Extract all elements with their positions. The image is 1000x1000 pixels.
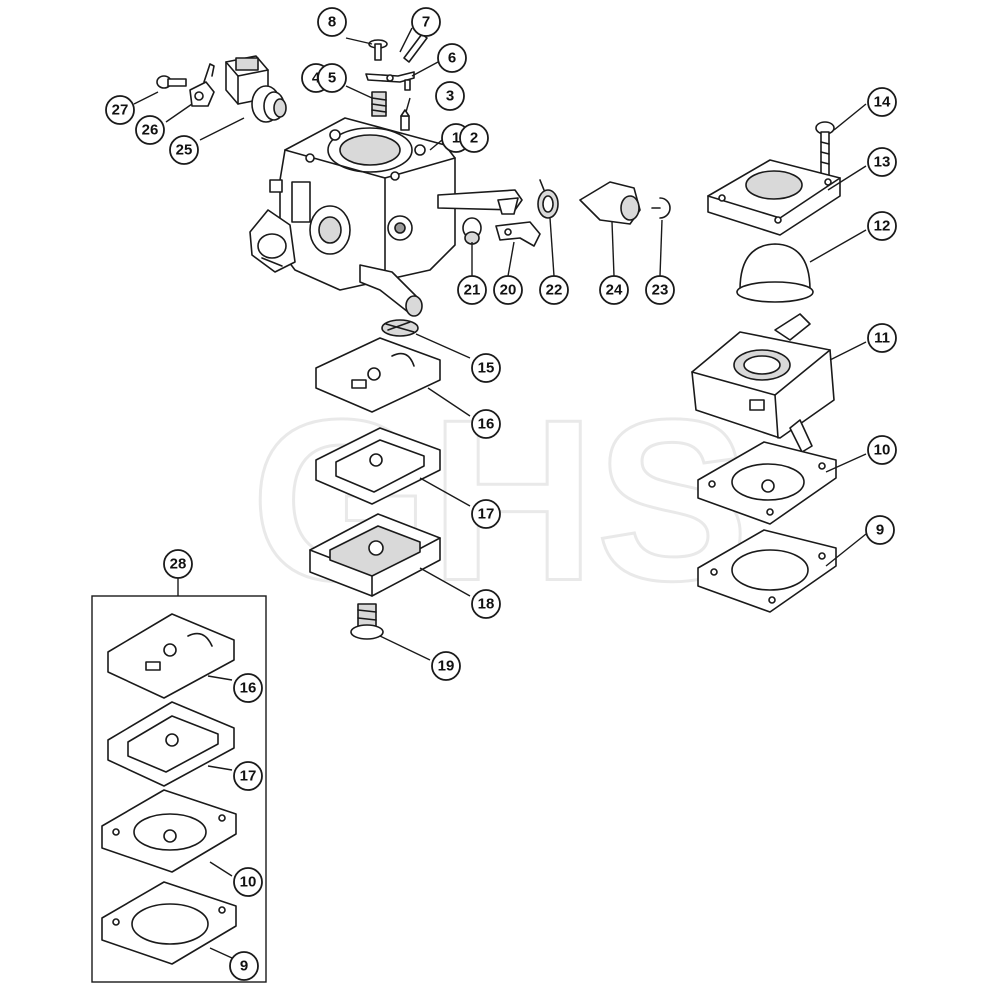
svg-text:9: 9 <box>876 522 884 539</box>
svg-text:12: 12 <box>874 218 891 235</box>
kit-part-9 <box>101 881 237 965</box>
callout-19: 19 <box>431 651 461 681</box>
callout-5: 5 <box>317 63 347 93</box>
part-27-screw <box>156 75 187 89</box>
svg-text:25: 25 <box>176 142 193 159</box>
callout-10: 10 <box>867 435 897 465</box>
svg-text:13: 13 <box>874 154 891 171</box>
callout-23: 23 <box>645 275 675 305</box>
callout-9: 9 <box>865 515 895 545</box>
part-16-pump-diaphragm <box>315 337 441 413</box>
svg-text:22: 22 <box>546 282 563 299</box>
svg-text:15: 15 <box>478 360 495 377</box>
callout-16: 16 <box>471 409 501 439</box>
callout-8: 8 <box>317 7 347 37</box>
callout-7: 7 <box>411 7 441 37</box>
callout-12: 12 <box>867 211 897 241</box>
part-20-lever <box>495 221 541 247</box>
callout-21: 21 <box>457 275 487 305</box>
svg-text:27: 27 <box>112 102 129 119</box>
callout-6: 6 <box>437 43 467 73</box>
callout-15: 15 <box>471 353 501 383</box>
svg-text:23: 23 <box>652 282 669 299</box>
svg-text:10: 10 <box>240 874 257 891</box>
svg-text:18: 18 <box>478 596 495 613</box>
part-13-pump-cover <box>707 159 841 236</box>
svg-text:20: 20 <box>500 282 517 299</box>
callout-24: 24 <box>599 275 629 305</box>
callout-26: 26 <box>135 115 165 145</box>
callout-13: 13 <box>867 147 897 177</box>
watermark: GHS <box>251 372 749 629</box>
kit-28-box <box>91 595 267 983</box>
svg-text:8: 8 <box>328 14 336 31</box>
callout-22: 22 <box>539 275 569 305</box>
svg-text:10: 10 <box>874 442 891 459</box>
part-12-primer-bulb <box>736 243 814 303</box>
svg-text:7: 7 <box>422 14 430 31</box>
callout-2: 2 <box>459 123 489 153</box>
part-7-pin <box>403 33 428 63</box>
part-23-e-clip <box>651 197 671 219</box>
part-19-screw <box>350 603 384 640</box>
kit-part-16 <box>107 613 235 699</box>
svg-text:6: 6 <box>448 50 456 67</box>
kit-callout-16: 16 <box>233 673 263 703</box>
part-17-gasket <box>315 427 441 505</box>
svg-text:9: 9 <box>240 958 248 975</box>
part-24-cam <box>579 181 641 225</box>
part-18-pump-cover-plate <box>309 513 441 597</box>
callout-20: 20 <box>493 275 523 305</box>
callout-18: 18 <box>471 589 501 619</box>
svg-text:17: 17 <box>240 768 257 785</box>
kit-callout-9: 9 <box>229 951 259 981</box>
kit-callout-10: 10 <box>233 867 263 897</box>
part-9-gasket <box>697 529 837 613</box>
svg-text:3: 3 <box>446 88 454 105</box>
svg-text:17: 17 <box>478 506 495 523</box>
part-26-clip <box>189 63 215 107</box>
callouts: 8 7 6 4 5 3 1 2 27 26 25 14 13 12 11 10 … <box>105 7 897 981</box>
svg-text:16: 16 <box>478 416 495 433</box>
part-3-inlet-needle <box>400 109 410 131</box>
svg-text:21: 21 <box>464 282 481 299</box>
svg-text:11: 11 <box>874 330 890 347</box>
svg-text:14: 14 <box>874 94 891 111</box>
part-22-torsion-spring <box>537 179 559 219</box>
callout-28: 28 <box>163 549 193 579</box>
svg-text:26: 26 <box>142 122 159 139</box>
part-6-lever <box>365 71 415 91</box>
kit-part-10 <box>101 789 237 873</box>
callout-27: 27 <box>105 95 135 125</box>
svg-text:1: 1 <box>452 130 460 147</box>
svg-text:24: 24 <box>606 282 623 299</box>
kit-part-17 <box>107 701 235 787</box>
leader-lines <box>133 27 867 959</box>
part-8-screw <box>368 39 388 61</box>
callout-11: 11 <box>867 323 897 353</box>
callout-17: 17 <box>471 499 501 529</box>
svg-text:19: 19 <box>438 658 455 675</box>
part-5-spring <box>371 91 387 117</box>
part-14-screw <box>815 121 835 179</box>
svg-text:16: 16 <box>240 680 257 697</box>
svg-text:5: 5 <box>328 70 336 87</box>
part-10-metering-diaphragm <box>697 441 837 525</box>
svg-text:2: 2 <box>470 130 478 147</box>
callout-14: 14 <box>867 87 897 117</box>
callout-25: 25 <box>169 135 199 165</box>
part-15-filter-screen <box>381 319 419 337</box>
part-21-screw <box>462 217 482 245</box>
svg-text:28: 28 <box>170 556 187 573</box>
part-11-pump-housing <box>691 313 835 453</box>
callout-3: 3 <box>435 81 465 111</box>
kit-callout-17: 17 <box>233 761 263 791</box>
part-25-solenoid-valve <box>225 55 287 123</box>
part-1-carburettor-body <box>249 117 523 317</box>
svg-text:4: 4 <box>312 70 321 87</box>
